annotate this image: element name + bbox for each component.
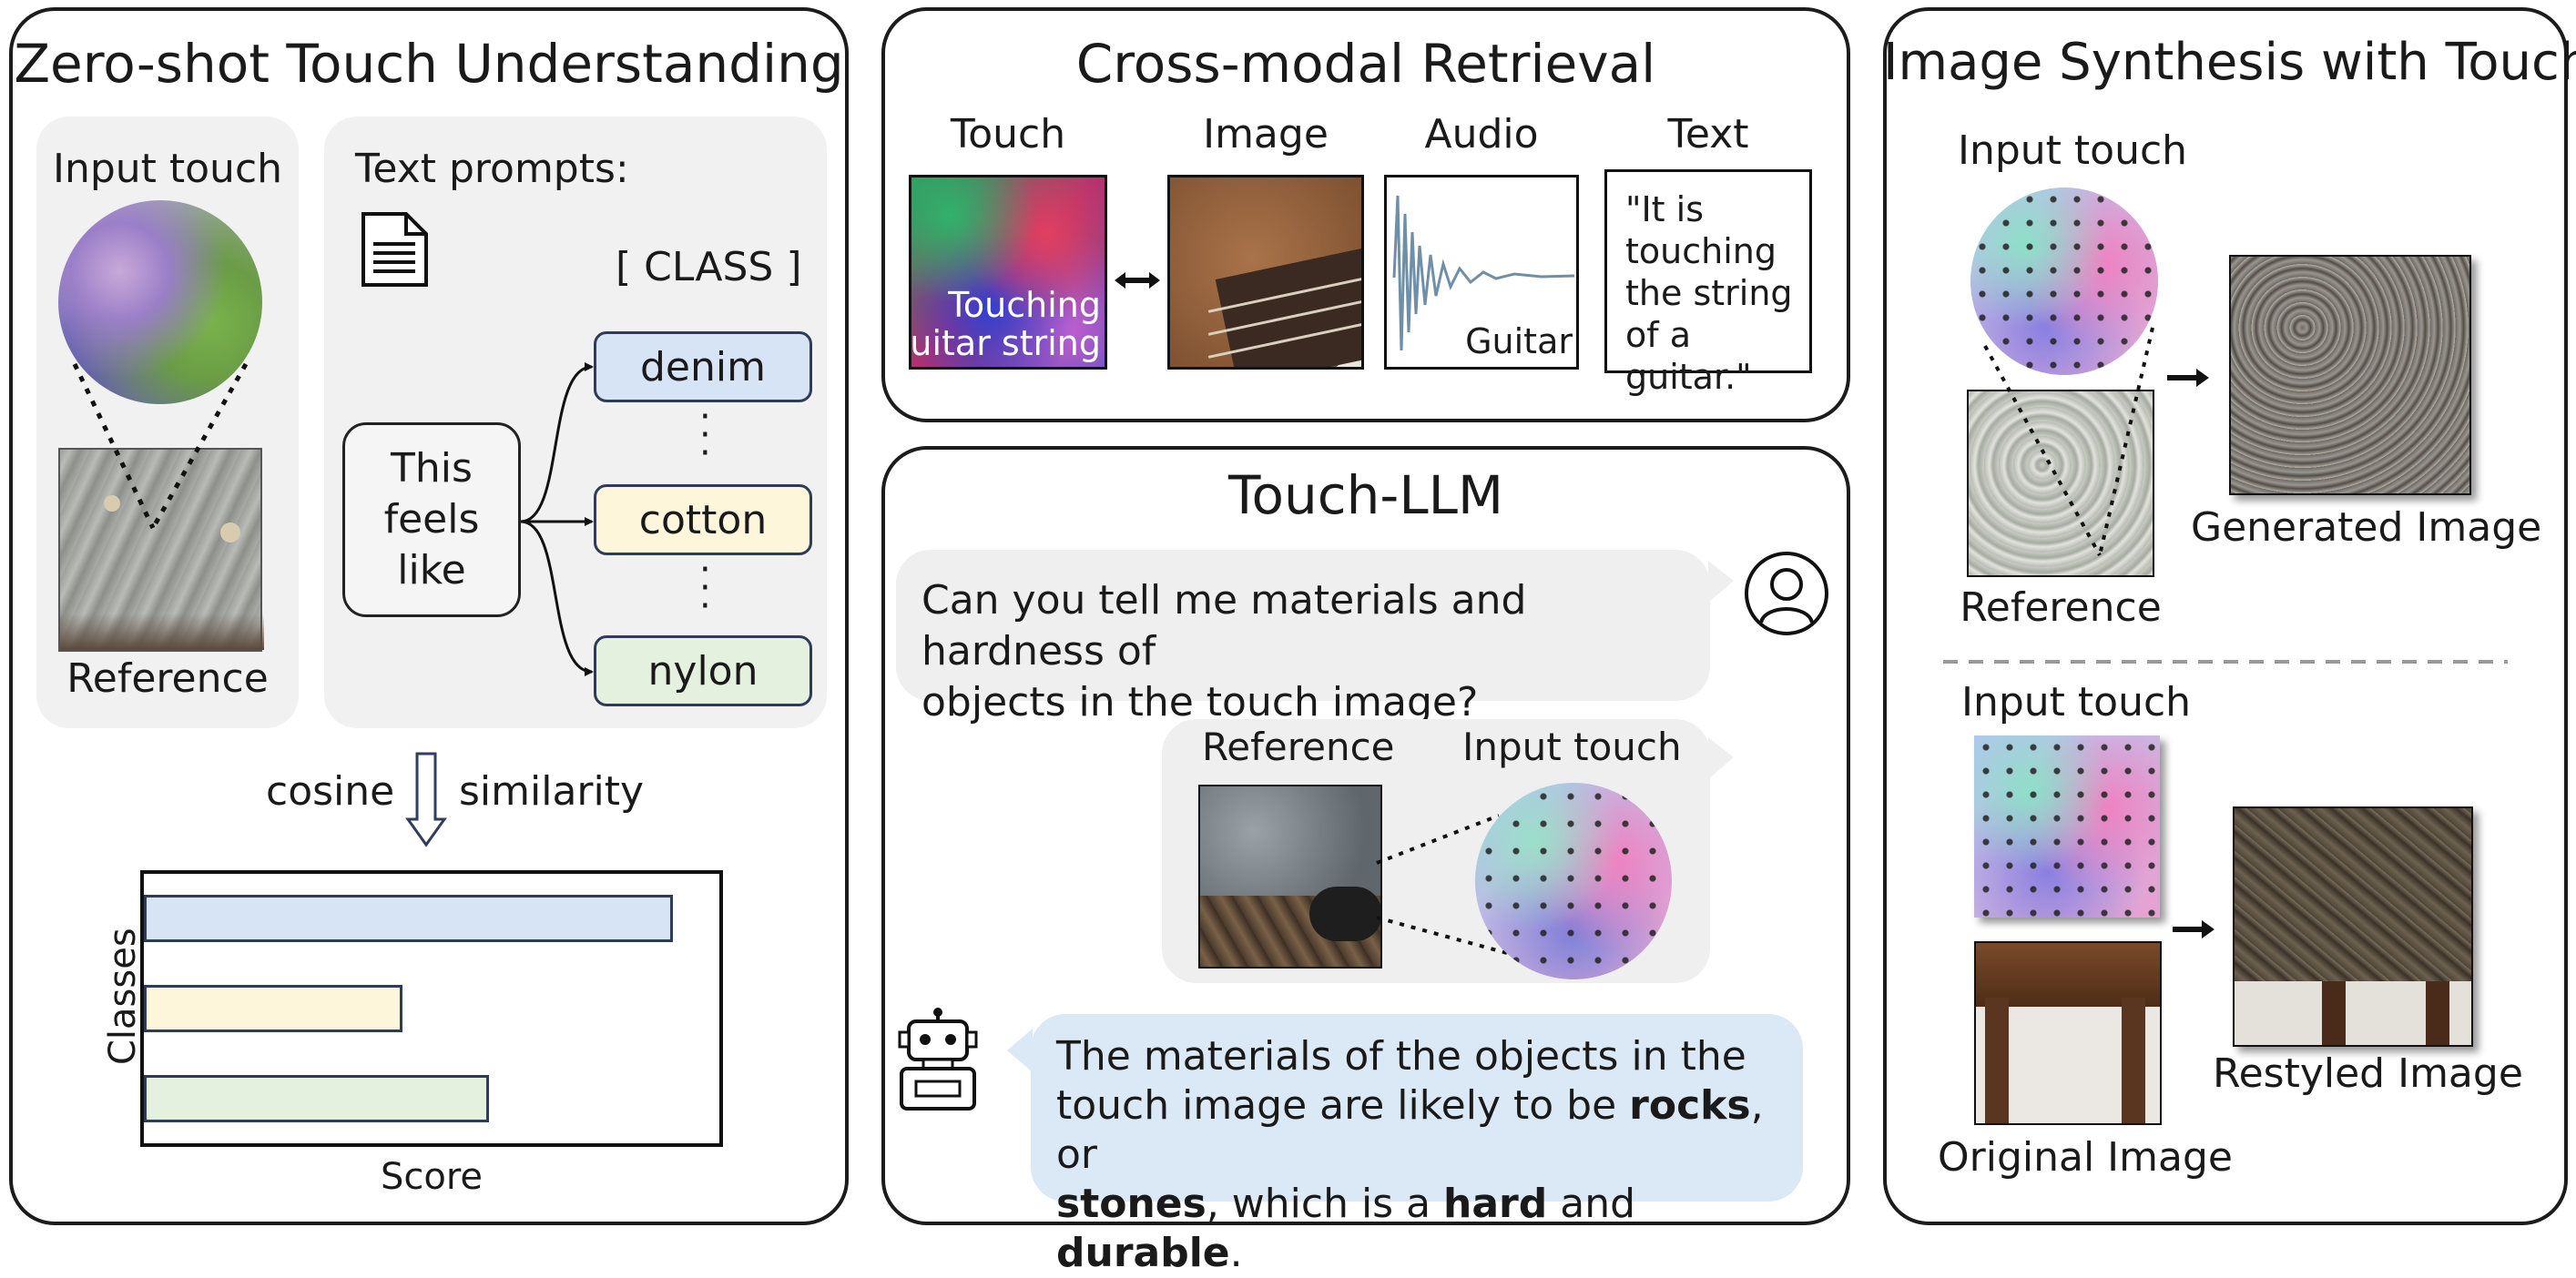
- class-cotton-label: cotton: [638, 496, 768, 543]
- text-card-line: of a guitar.": [1625, 315, 1752, 397]
- prompt-text: This feels like: [383, 445, 480, 593]
- touch-label: Touch: [950, 111, 1066, 157]
- dashed-divider: [1943, 660, 2508, 664]
- chart-bar-denim: [144, 895, 673, 943]
- jeans-button: [104, 495, 120, 512]
- generated-image: [2229, 255, 2471, 495]
- touch-modality-image: Touching guitar string: [888, 175, 1107, 370]
- right-arrow-icon: [2173, 920, 2215, 938]
- zoom-lines: [72, 362, 249, 530]
- synthesis-input-touch-label: Input touch: [1958, 127, 2188, 174]
- question-line: Can you tell me materials and hardness o…: [921, 577, 1527, 674]
- touch-llm-title: Touch-LLM: [1227, 464, 1504, 526]
- synthesis-reference-image: [1967, 390, 2154, 577]
- table-leg: [2322, 981, 2346, 1045]
- fabric-shadow: [60, 614, 264, 650]
- generated-label: Generated Image: [2191, 504, 2542, 551]
- waveform-graphic: [1392, 195, 1575, 351]
- jeans-button: [220, 522, 240, 543]
- chart-xlabel: Score: [380, 1156, 484, 1198]
- llm-input-touch-image: [1475, 783, 1672, 979]
- reference-image: [58, 448, 264, 652]
- text-card: "It is touching the string of a guitar.": [1604, 169, 1812, 397]
- rock-reference-image: [1198, 785, 1382, 969]
- class-token: [ CLASS ]: [616, 244, 802, 290]
- class-denim-label: denim: [640, 343, 766, 390]
- synthesis-input-touch-image: [1970, 188, 2158, 375]
- input-touch-label: Input touch: [52, 146, 283, 192]
- original-image: [1974, 941, 2162, 1125]
- score-chart: [140, 870, 723, 1147]
- touch-sensor: [1309, 887, 1380, 941]
- robot-icon: [898, 1008, 978, 1111]
- audio-label: Audio: [1424, 111, 1539, 157]
- class-denim: denim: [594, 331, 812, 402]
- answer-text: touch image are likely to be: [1056, 1082, 1630, 1129]
- llm-reference-label: Reference: [1202, 725, 1395, 769]
- user-question-bubble: Can you tell me materials and hardness o…: [896, 550, 1710, 725]
- chart-bar-cotton: [144, 985, 402, 1032]
- synthesis-title: Image Synthesis with Touch: [1883, 33, 2576, 92]
- text-prompts-label: Text prompts:: [355, 146, 629, 192]
- synthesis-input-touch-2-label: Input touch: [1961, 679, 2192, 725]
- answer-line: touch image are likely to be rocks, or: [1056, 1081, 1803, 1180]
- table-top: [1976, 943, 2160, 1007]
- class-cotton: cotton: [594, 484, 812, 555]
- answer-text: , or: [1056, 1082, 1764, 1178]
- restyled-label: Restyled Image: [2213, 1050, 2523, 1097]
- answer-keyword: stones: [1056, 1181, 1207, 1227]
- answer-line: The materials of the objects in the: [1056, 1033, 1746, 1080]
- answer-keyword: rocks: [1629, 1082, 1751, 1129]
- original-label: Original Image: [1938, 1134, 2233, 1181]
- class-nylon: nylon: [594, 635, 812, 706]
- zoom-lines: [1983, 327, 2154, 556]
- zero-shot-title: Zero-shot Touch Understanding: [14, 33, 844, 95]
- document-icon: [361, 212, 428, 287]
- audio-caption: Guitar: [1465, 321, 1573, 361]
- class-nylon-label: nylon: [647, 647, 759, 695]
- down-arrow-icon: [405, 752, 447, 847]
- bubble-tail: [1708, 561, 1734, 603]
- marker-dots: [1970, 188, 2158, 375]
- user-icon: [1745, 552, 1828, 635]
- right-arrow-icon: [2167, 369, 2209, 387]
- touch-caption-2: guitar string: [888, 323, 1101, 363]
- reference-label: Reference: [66, 655, 269, 702]
- table-leg: [2122, 998, 2145, 1123]
- answer-text: , which is a: [1206, 1181, 1444, 1227]
- vertical-ellipsis-icon: ···: [699, 396, 711, 474]
- text-card-line: the string: [1625, 273, 1793, 313]
- question-line: objects in the touch image?: [921, 679, 1479, 725]
- chart-bar-nylon: [144, 1074, 489, 1122]
- bidirectional-arrow-icon: [1115, 272, 1160, 289]
- llm-input-touch-label: Input touch: [1462, 725, 1682, 769]
- branch-arrows: [520, 362, 594, 676]
- prompt-box: This feels like: [342, 422, 521, 617]
- audio-waveform: Guitar: [1384, 175, 1579, 370]
- table-top: [2235, 808, 2471, 981]
- text-label: Text: [1667, 111, 1749, 157]
- bubble-tail: [1708, 737, 1734, 779]
- input-touch-image: [58, 200, 262, 404]
- image-label: Image: [1203, 111, 1329, 157]
- text-card-line: touching: [1625, 231, 1777, 271]
- bubble-tail: [1007, 1029, 1033, 1072]
- text-card-line: "It is: [1625, 189, 1705, 229]
- retrieval-title: Cross-modal Retrieval: [1075, 33, 1656, 95]
- marker-dots: [1974, 735, 2160, 918]
- synthesis-reference-label: Reference: [1960, 584, 2162, 631]
- answer-keyword: hard: [1443, 1181, 1548, 1227]
- bot-answer-bubble: The materials of the objects in the touc…: [1031, 1014, 1803, 1276]
- table-leg: [1985, 998, 2009, 1123]
- synthesis-input-touch-square: [1974, 735, 2160, 918]
- guitar-image: [1167, 175, 1364, 370]
- cosine-label: cosine: [266, 768, 395, 815]
- touch-caption-1: Touching: [948, 285, 1101, 325]
- table-leg: [2426, 981, 2449, 1045]
- restyled-image: [2233, 806, 2473, 1047]
- answer-text: and: [1547, 1181, 1636, 1227]
- marker-dots: [1475, 783, 1672, 979]
- similarity-label: similarity: [459, 768, 645, 815]
